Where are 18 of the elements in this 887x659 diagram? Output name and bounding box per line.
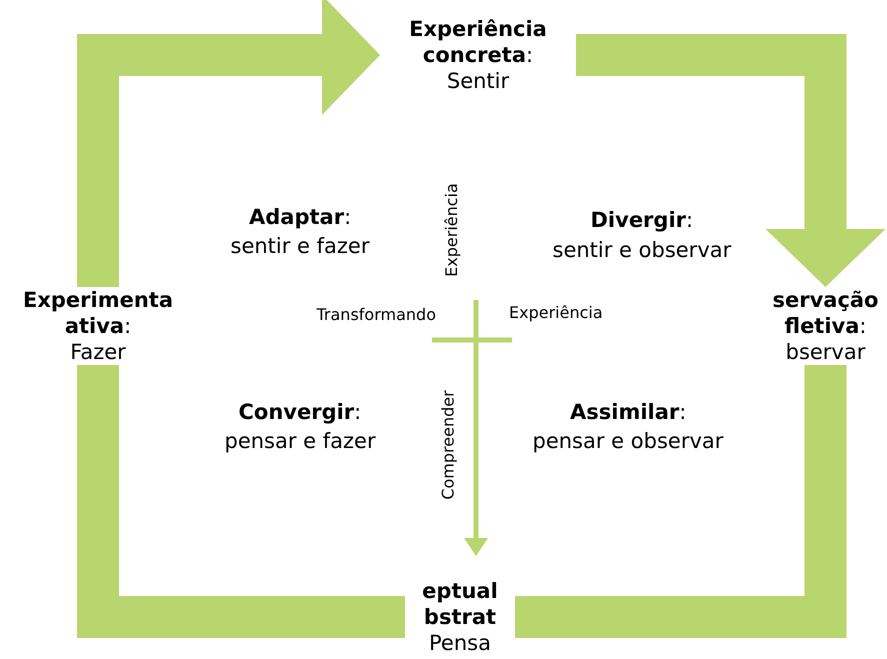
stage-label: Experiência concreta: Sentir (380, 16, 576, 94)
quadrant-title: Adaptar: (249, 204, 352, 230)
quadrant-text: pensar e fazer (224, 428, 376, 454)
quadrant-title: Assimilar: (570, 399, 686, 425)
axis-label: Experiência (442, 183, 462, 277)
arrow (576, 34, 886, 287)
quadrant-text: pensar e observar (532, 428, 724, 454)
quadrant-text: sentir e observar (552, 237, 732, 263)
quadrant-text: sentir e fazer (230, 233, 370, 259)
quadrant-title: Divergir: (590, 207, 694, 233)
axis-label: Compreender (438, 390, 458, 500)
quadrant-title: Convergir: (238, 399, 362, 425)
stage-label: Experimenta ativa: Fazer (8, 287, 188, 365)
arrow (77, 0, 380, 287)
stage-label: eptual bstrat Pensa (405, 578, 515, 656)
axis-label: Experiência (509, 303, 603, 323)
axis-label: Transformando (316, 305, 436, 325)
stage-label: servação fletiva: bservar (758, 287, 887, 365)
